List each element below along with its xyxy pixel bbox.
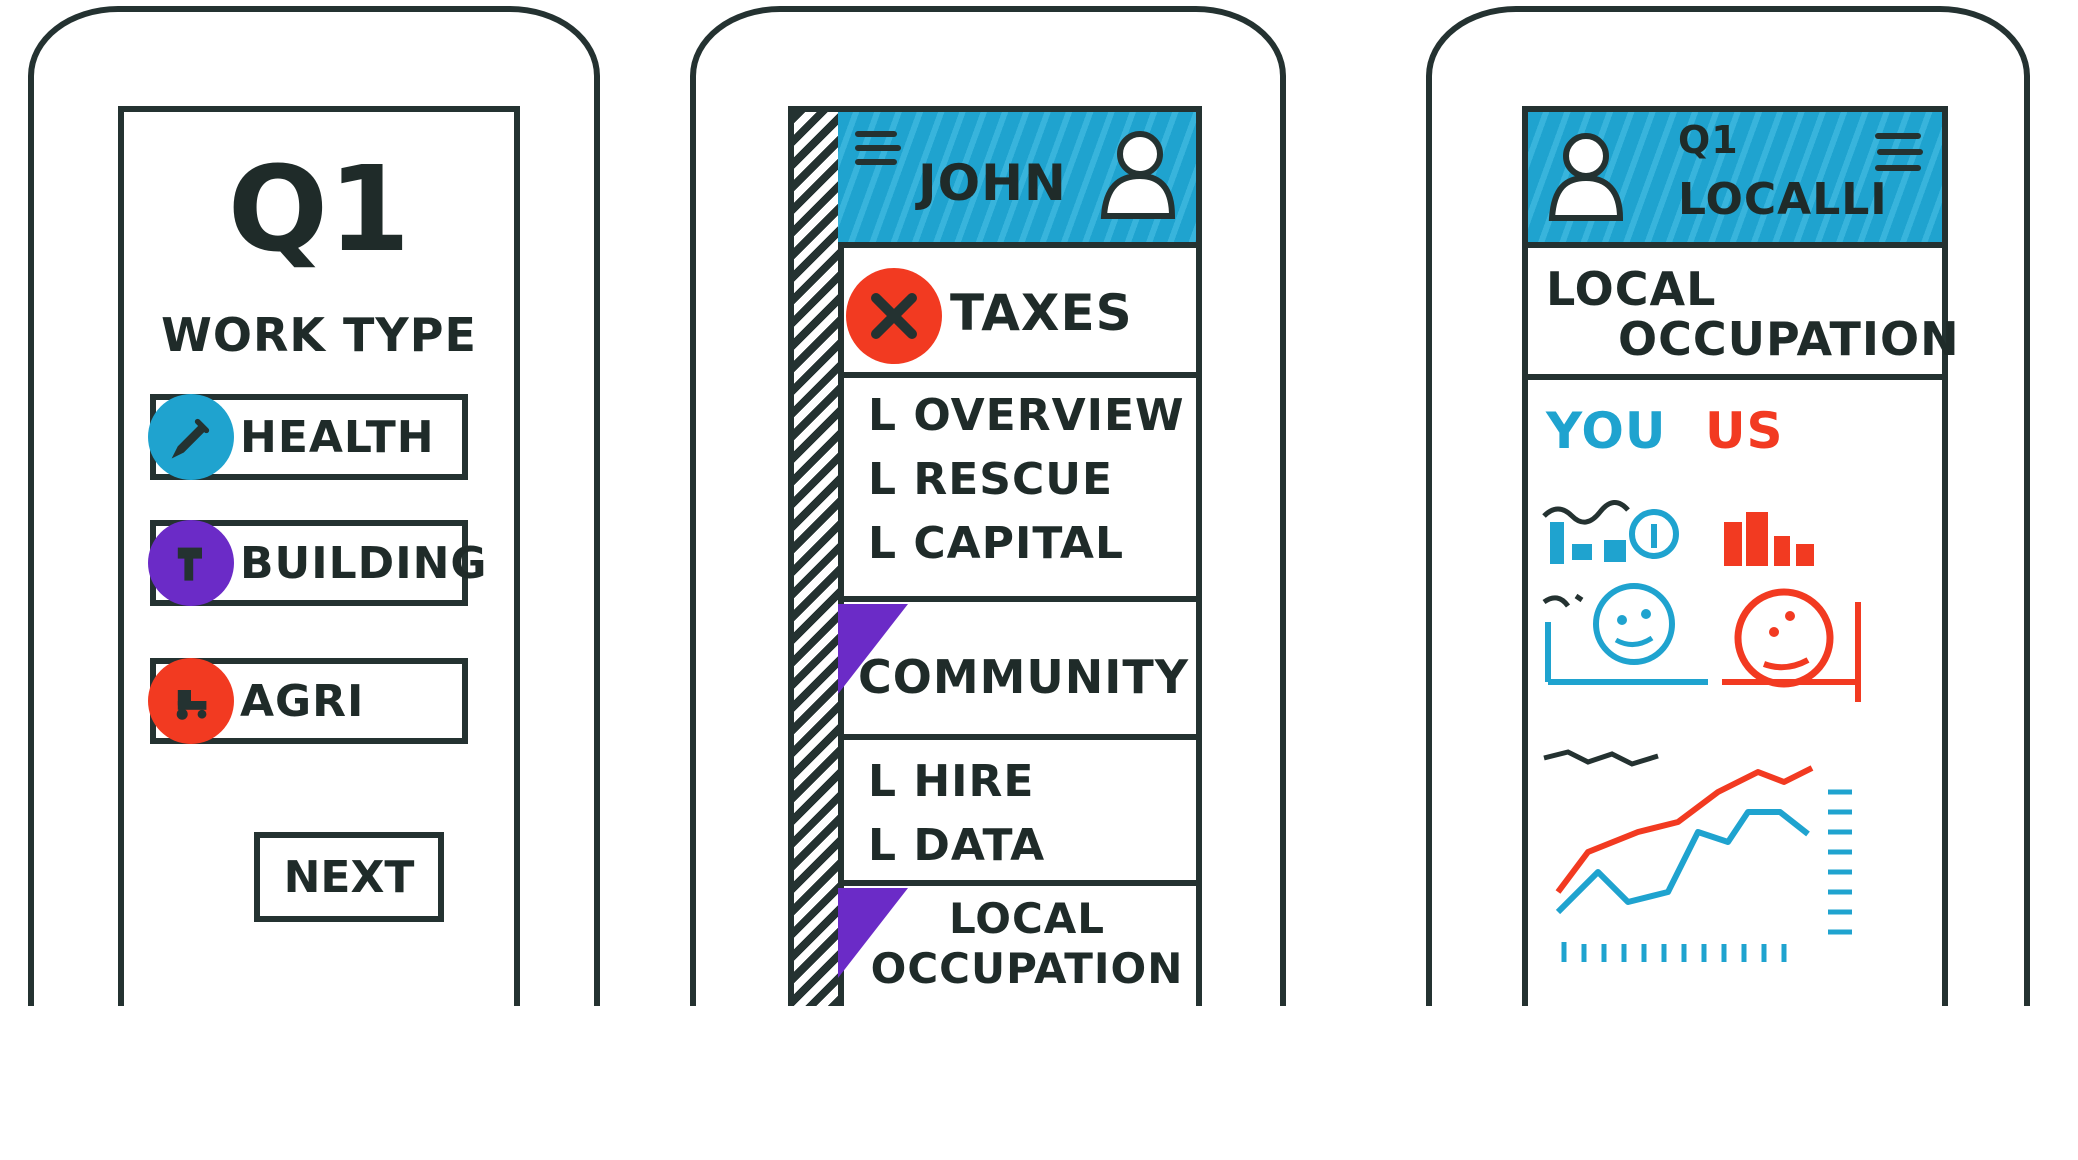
- option-agri-button[interactable]: AGRI: [148, 658, 468, 744]
- option-health-button[interactable]: HEALTH: [148, 394, 468, 480]
- phone-frame-navigation: JOHN TAXES OVERVIEW RESCUE CAPITAL COMMU…: [690, 6, 1286, 1006]
- nav-subitems-community: HIRE DATA: [838, 736, 1196, 886]
- nav-section-local-occupation[interactable]: LOCAL OCCUPATION: [838, 888, 1196, 1022]
- header-location: LOCALLI: [1678, 174, 1888, 225]
- nav-section-taxes[interactable]: TAXES: [838, 242, 1196, 378]
- question-number: Q1: [227, 140, 411, 278]
- syringe-icon: [148, 394, 234, 480]
- user-name: JOHN: [918, 154, 1067, 212]
- question-subtitle: WORK TYPE: [161, 308, 477, 362]
- hamburger-menu-icon[interactable]: [1874, 128, 1924, 183]
- section-marker: [838, 888, 908, 978]
- nav-subitem-data[interactable]: DATA: [838, 814, 1196, 878]
- chart-legend: YOU US: [1546, 402, 1784, 460]
- user-avatar-icon[interactable]: [1548, 128, 1626, 229]
- section-marker: [838, 604, 908, 694]
- nav-section-community[interactable]: COMMUNITY: [838, 604, 1196, 740]
- scribble-caption: [1542, 593, 1584, 608]
- app-header: JOHN: [838, 112, 1196, 248]
- option-label: HEALTH: [240, 411, 435, 463]
- nav-subitem-capital[interactable]: CAPITAL: [838, 512, 1196, 576]
- user-avatar-icon[interactable]: [1098, 126, 1176, 227]
- question-screen: Q1 WORK TYPE HEALTH BUILDING AGRI: [118, 106, 520, 1006]
- dashboard-screen: Q1 LOCALLI LOCAL OCCUPATION YOU US: [1522, 106, 1959, 1006]
- option-building-button[interactable]: BUILDING: [148, 520, 487, 606]
- phone-frame-question: Q1 WORK TYPE HEALTH BUILDING AGRI: [28, 6, 600, 1006]
- nav-section-label: COMMUNITY: [858, 650, 1190, 704]
- nav-subitem-hire[interactable]: HIRE: [838, 750, 1196, 814]
- hamburger-menu-icon[interactable]: [854, 126, 904, 177]
- option-label: BUILDING: [240, 537, 488, 589]
- legend-us: US: [1704, 402, 1784, 460]
- blue-bars-icon: [1550, 509, 1679, 564]
- legend-you: YOU: [1546, 402, 1667, 460]
- face-blue-icon: [1545, 583, 1708, 685]
- page-title-line1: LOCAL: [1546, 262, 1717, 316]
- face-red-icon: [1722, 588, 1861, 702]
- page-title: LOCAL OCCUPATION: [1528, 244, 1959, 380]
- nav-section-label: LOCAL OCCUPATION: [870, 894, 1184, 993]
- scribble-caption: [1543, 749, 1659, 767]
- hammer-icon: [148, 520, 234, 606]
- tractor-icon: [148, 658, 234, 744]
- option-label: AGRI: [240, 675, 365, 727]
- next-button[interactable]: NEXT: [254, 832, 444, 922]
- scribble-caption: [1542, 500, 1630, 525]
- nav-subitem-overview[interactable]: OVERVIEW: [838, 384, 1196, 448]
- comparison-visualizations: [1542, 500, 1861, 962]
- nav-section-label: TAXES: [950, 284, 1133, 342]
- sidebar-scroll-strip[interactable]: [794, 112, 844, 1006]
- navigation-screen: JOHN TAXES OVERVIEW RESCUE CAPITAL COMMU…: [788, 106, 1202, 1006]
- red-bars-icon: [1724, 512, 1814, 566]
- app-header: Q1 LOCALLI: [1528, 112, 1942, 248]
- phone-frame-dashboard: Q1 LOCALLI LOCAL OCCUPATION YOU US: [1426, 6, 2030, 1006]
- crossed-tools-icon: [846, 268, 942, 364]
- line-chart: [1555, 765, 1852, 962]
- header-question: Q1: [1678, 118, 1739, 162]
- nav-subitem-rescue[interactable]: RESCUE: [838, 448, 1196, 512]
- page-title-line2: OCCUPATION: [1618, 312, 1960, 366]
- nav-subitems-taxes: OVERVIEW RESCUE CAPITAL: [838, 374, 1196, 602]
